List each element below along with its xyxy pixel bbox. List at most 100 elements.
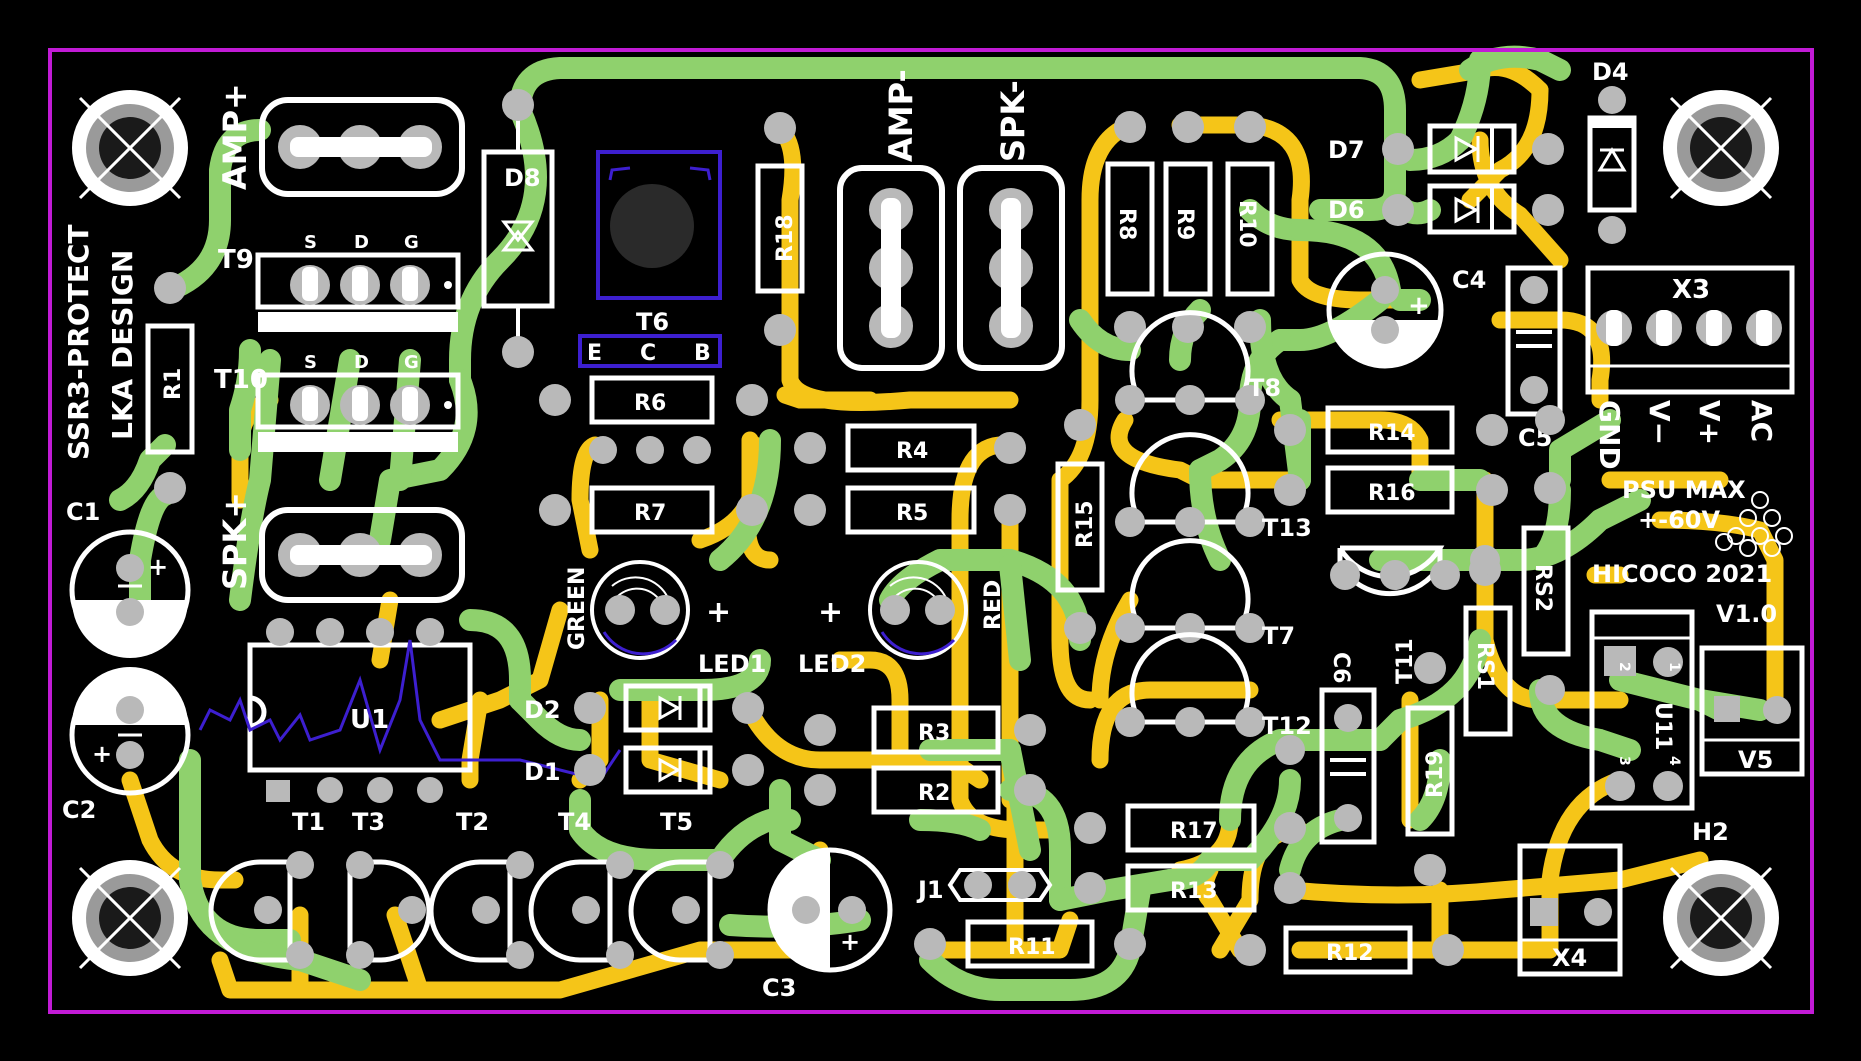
c4-plus: +	[1408, 291, 1430, 321]
resistor-r12: R12	[1234, 925, 1464, 975]
rs1-label: RS1	[1472, 642, 1497, 690]
t6-pad-e	[589, 436, 617, 464]
ic-u11: U11 2 1 3 4	[1589, 609, 1695, 811]
capacitor-c3: + C3	[762, 847, 893, 1002]
version-label: V1.0	[1716, 600, 1777, 628]
rs2-label: RS2	[1530, 564, 1555, 612]
capacitor-c1: + C1	[66, 498, 191, 658]
led1: + GREEN LED1	[565, 560, 766, 678]
mount-hole-bottom-left	[72, 860, 188, 976]
t9-label: T9	[218, 245, 254, 275]
capacitor-c4: + C4	[1326, 251, 1486, 369]
t6-pin-c-label: C	[640, 341, 656, 366]
t6-pin-e-label: E	[587, 341, 602, 366]
resistor-rs1: RS1	[1463, 605, 1513, 737]
led2: + RED LED2	[798, 560, 1006, 678]
diode-d6: D6	[1328, 183, 1564, 235]
credit-label: HICOCO 2021	[1592, 560, 1772, 588]
led1-label: LED1	[698, 650, 766, 678]
d4-label: D4	[1592, 58, 1629, 86]
c4-label: C4	[1452, 266, 1486, 294]
transistor-t8: T8	[1115, 310, 1281, 415]
d2-label: D2	[524, 696, 561, 724]
t9-pin-d-label: D	[354, 232, 369, 253]
board-designer: LKA DESIGN	[106, 250, 139, 440]
t6-label: T6	[636, 308, 669, 336]
amp-minus-label: AMP-	[882, 69, 920, 162]
x4-label: X4	[1552, 944, 1587, 972]
c1-label: C1	[66, 498, 100, 526]
resistor-r11: R11	[914, 919, 1146, 969]
ic-u1: U1	[198, 618, 622, 803]
capacitor-c6: C6	[1319, 652, 1377, 845]
logo-dots	[1715, 491, 1793, 557]
diode-d2: D2	[524, 683, 764, 733]
resistor-r4: R4	[794, 423, 1026, 473]
t10-pin-s-label: S	[304, 352, 317, 373]
signature-scribble	[198, 639, 622, 782]
t7-label: T7	[1262, 622, 1295, 650]
r9-label: R9	[1172, 208, 1197, 240]
j1-label: J1	[916, 876, 944, 904]
r18-label: R18	[773, 214, 798, 262]
t4-label: T4	[558, 808, 591, 836]
r3-label: R3	[918, 721, 950, 746]
transistor-t1: T1	[208, 808, 325, 969]
transistor-t13: T13	[1115, 432, 1312, 542]
u11-label: U11	[1650, 702, 1675, 750]
r14-label: R14	[1368, 421, 1416, 446]
resistor-r1: R1	[145, 272, 195, 504]
led2-plus: +	[818, 595, 843, 630]
resistor-r5: R5	[794, 485, 1026, 535]
r6-label: R6	[634, 391, 666, 416]
diode-d1: D1	[524, 745, 764, 795]
resistor-r14: R14	[1274, 405, 1508, 455]
t2-label: T2	[456, 808, 489, 836]
resistor-r15: R15	[1055, 409, 1105, 644]
v5-label: V5	[1738, 746, 1773, 774]
transistor-t12: T12	[1115, 632, 1312, 740]
amp-plus-label: AMP+	[216, 83, 254, 190]
x3-pin-ac-label: AC	[1745, 400, 1778, 442]
resistor-r16: R16	[1274, 465, 1508, 515]
c3-label: C3	[762, 974, 796, 1002]
r5-label: R5	[896, 501, 928, 526]
h2-label: H2	[1692, 818, 1729, 846]
t10-pin-g-label: G	[404, 352, 419, 373]
board-title: SSR3-PROTECT	[62, 225, 95, 461]
led2-color-label: RED	[981, 580, 1006, 630]
d8-label: D8	[504, 164, 541, 192]
connector-amp-minus: AMP-	[837, 69, 945, 371]
r19-label: R19	[1423, 750, 1448, 798]
d7-label: D7	[1328, 136, 1365, 164]
led1-plus: +	[706, 595, 731, 630]
transistor-t5: T5	[628, 808, 734, 969]
t5-label: T5	[660, 808, 693, 836]
r11-label: R11	[1008, 935, 1056, 960]
t10-pin-d-label: D	[354, 352, 369, 373]
led2-label: LED2	[798, 650, 866, 678]
mount-hole-h2	[1663, 860, 1779, 976]
jumper-j1: J1	[916, 868, 1053, 904]
resistor-r2: R2	[804, 765, 1046, 815]
transistor-t7: T7	[1115, 538, 1295, 650]
transistor-t4: T4	[528, 808, 634, 969]
t9-pin-s-label: S	[304, 232, 317, 253]
r13-label: R13	[1170, 879, 1218, 904]
capacitor-c2: + C2	[62, 667, 191, 824]
r1-label: R1	[161, 368, 186, 400]
mount-hole-top-left	[72, 90, 188, 206]
connector-spk-minus: SPK-	[957, 80, 1065, 371]
trimmer-t6: T6 E C B	[578, 150, 722, 368]
resistor-r7: R7	[539, 485, 768, 535]
r7-label: R7	[634, 501, 666, 526]
mosfet-t10: T10 S D G	[214, 352, 461, 452]
x3-pin-vplus-label: V+	[1693, 400, 1726, 445]
connector-v5: V5	[1699, 645, 1805, 777]
vias	[1275, 405, 1565, 765]
r15-label: R15	[1073, 500, 1098, 548]
mounting-holes	[72, 90, 1779, 976]
r16-label: R16	[1368, 481, 1416, 506]
resistor-r10: R10	[1225, 111, 1275, 343]
